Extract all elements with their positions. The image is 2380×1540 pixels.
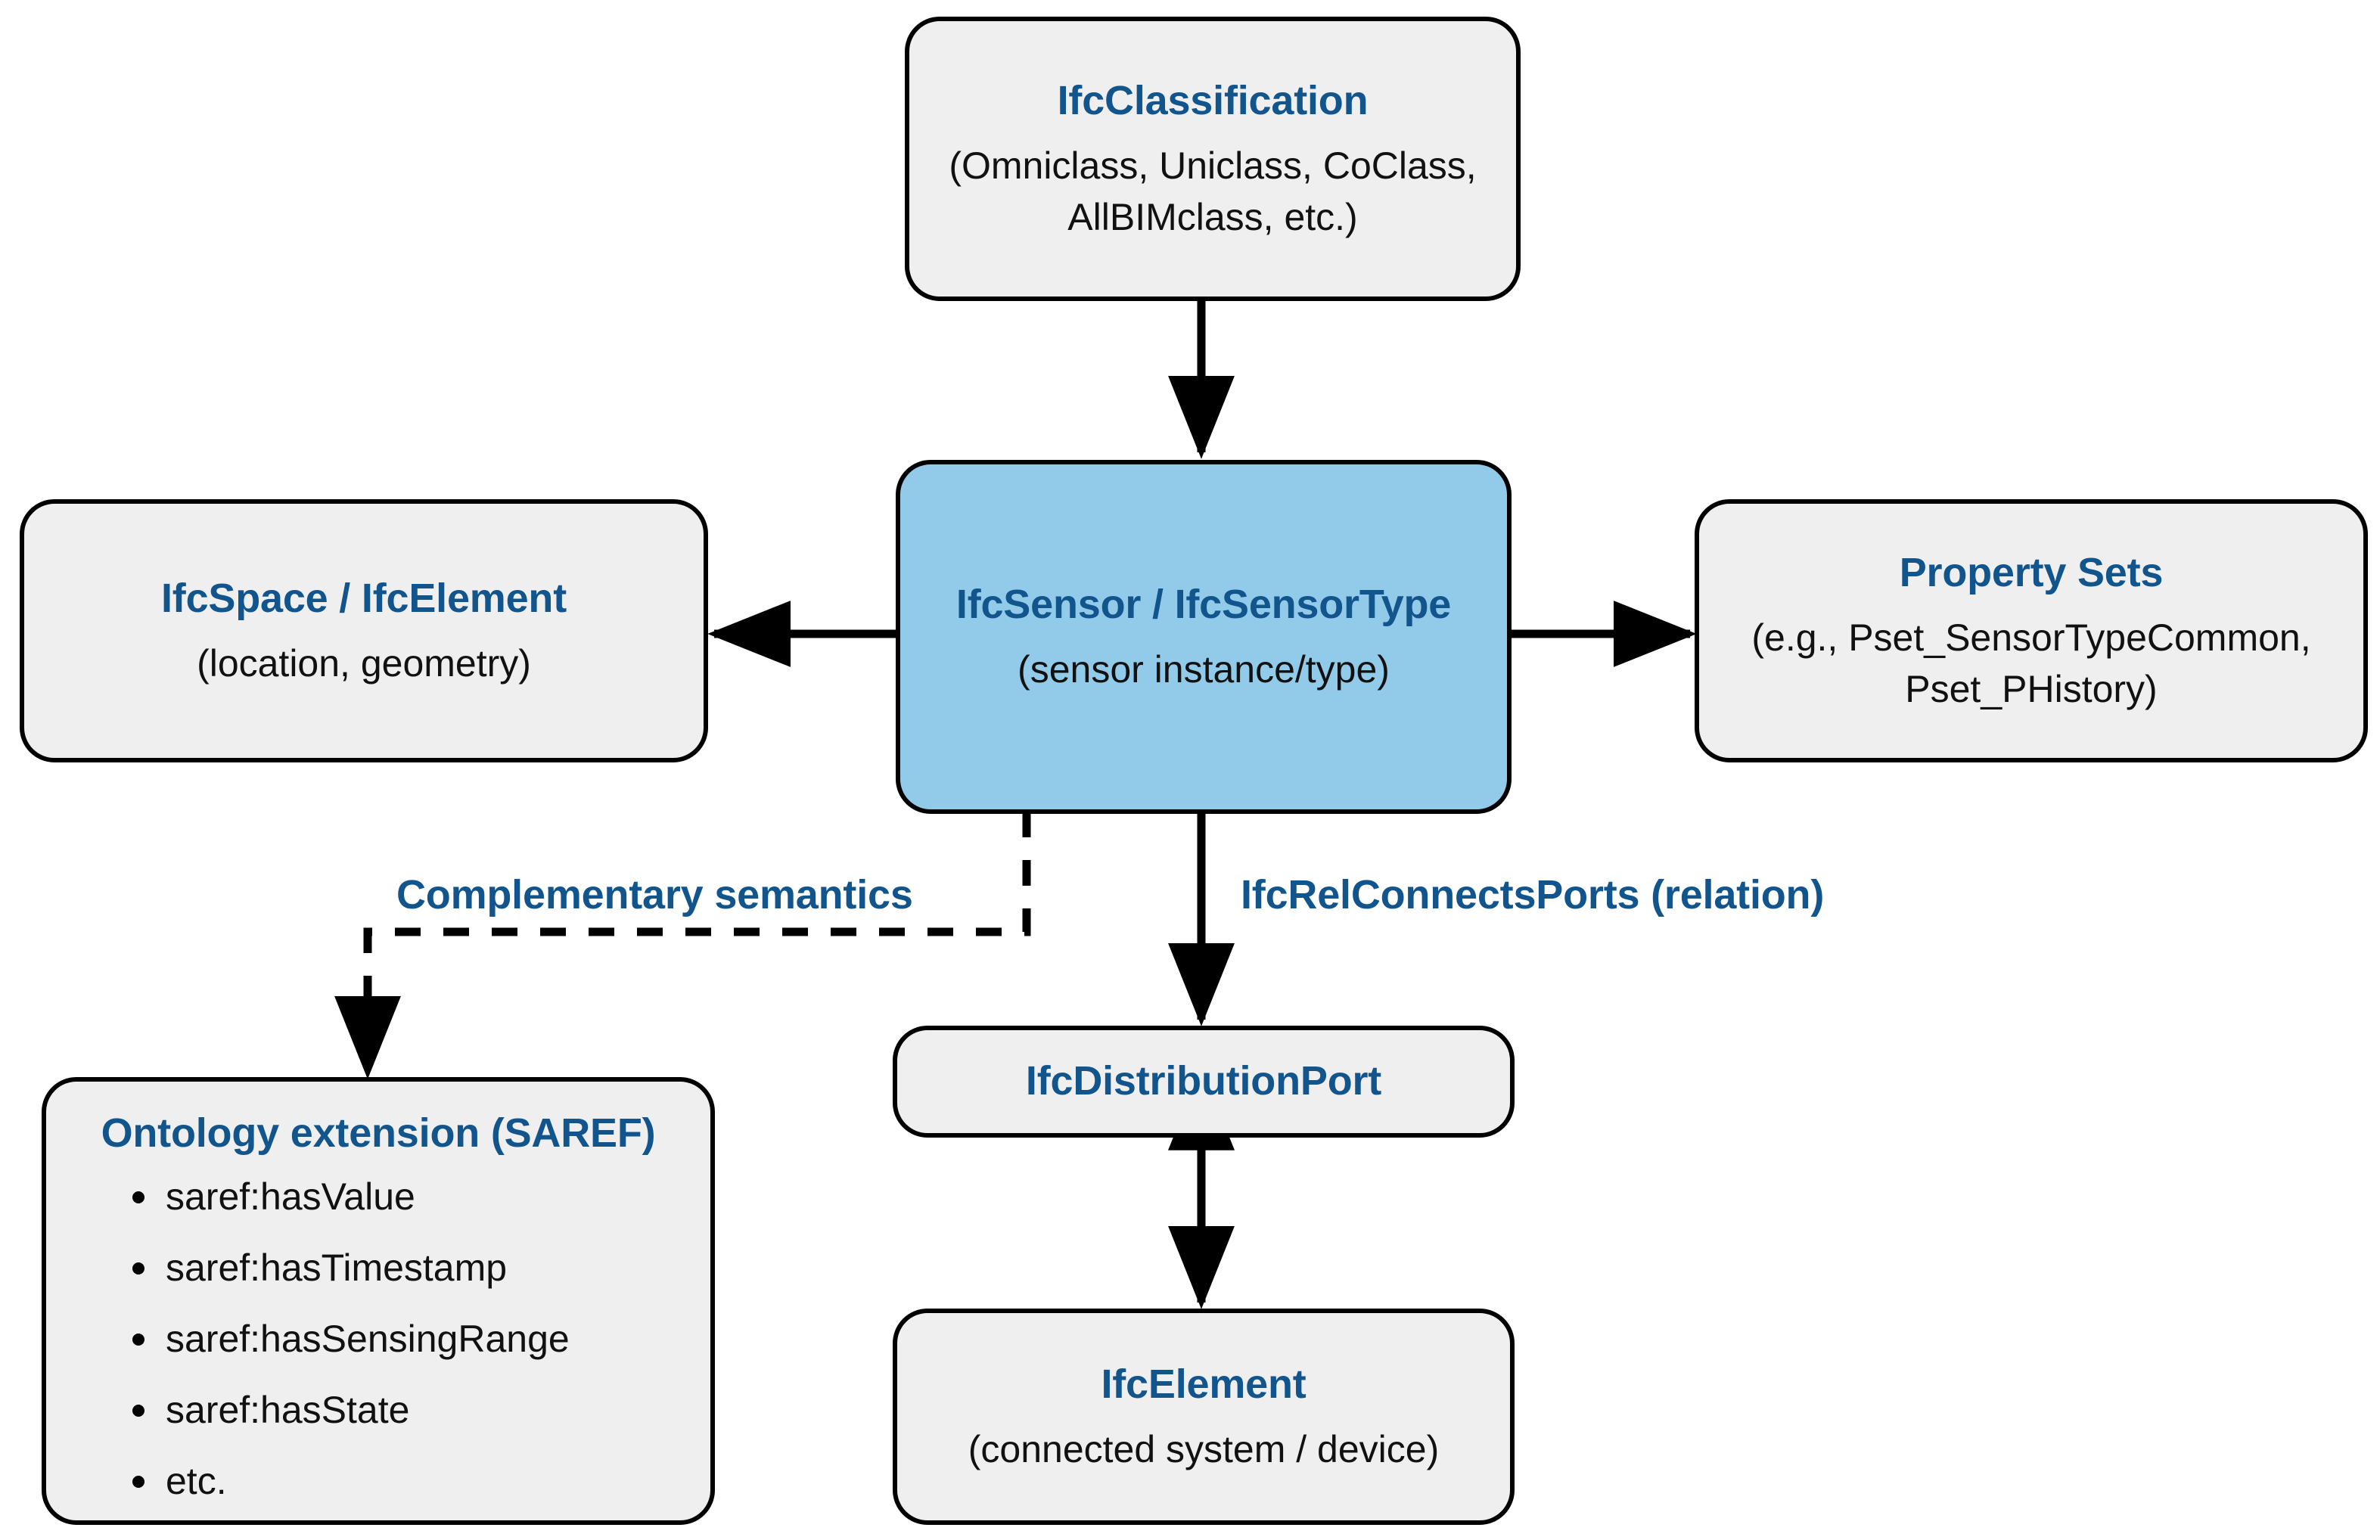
list-item: saref:hasSensingRange	[132, 1320, 688, 1358]
node-subtitle-line-1: (connected system / device)	[968, 1427, 1440, 1470]
list-item: saref:hasTimestamp	[132, 1249, 688, 1287]
node-subtitle: (sensor instance/type)	[1018, 644, 1390, 695]
node-title: IfcSpace / IfcElement	[160, 576, 567, 622]
node-property-sets[interactable]: Property Sets (e.g., Pset_SensorTypeComm…	[1695, 499, 2368, 762]
node-title: Ontology extension (SAREF)	[101, 1110, 656, 1156]
edge-label-rel-connects-ports: IfcRelConnectsPorts (relation)	[1241, 872, 1825, 917]
node-ontology-extension-saref[interactable]: Ontology extension (SAREF) saref:hasValu…	[42, 1077, 715, 1525]
node-subtitle: (location, geometry)	[197, 638, 531, 689]
edge-label-complementary-semantics: Complementary semantics	[396, 872, 913, 917]
node-subtitle: (Omniclass, Uniclass, CoClass, AllBIMcla…	[949, 140, 1476, 243]
list-item: saref:hasValue	[132, 1178, 688, 1216]
node-title: IfcSensor / IfcSensorType	[955, 582, 1452, 628]
node-title: IfcDistributionPort	[1025, 1058, 1382, 1104]
node-subtitle-line-1: (location, geometry)	[197, 641, 531, 685]
node-ifc-sensor[interactable]: IfcSensor / IfcSensorType (sensor instan…	[896, 460, 1512, 814]
node-ifc-space-element[interactable]: IfcSpace / IfcElement (location, geometr…	[20, 499, 708, 762]
saref-property-list: saref:hasValue saref:hasTimestamp saref:…	[69, 1178, 688, 1500]
list-item: saref:hasState	[132, 1391, 688, 1429]
list-item: etc.	[132, 1462, 688, 1500]
node-ifc-classification[interactable]: IfcClassification (Omniclass, Uniclass, …	[905, 17, 1521, 301]
node-subtitle-line-1: (sensor instance/type)	[1018, 647, 1390, 691]
node-subtitle: (e.g., Pset_SensorTypeCommon, Pset_PHist…	[1751, 612, 2310, 715]
node-title: IfcClassification	[1057, 78, 1369, 124]
node-subtitle: (connected system / device)	[968, 1424, 1440, 1475]
node-ifc-distribution-port[interactable]: IfcDistributionPort	[893, 1026, 1515, 1138]
node-subtitle-line-2: Pset_PHistory)	[1905, 667, 2158, 710]
node-ifc-element[interactable]: IfcElement (connected system / device)	[893, 1309, 1515, 1525]
node-title: IfcElement	[1101, 1361, 1307, 1408]
node-subtitle-line-1: (Omniclass, Uniclass, CoClass,	[949, 144, 1477, 187]
node-subtitle-line-2: AllBIMclass, etc.)	[1067, 195, 1358, 238]
node-subtitle-line-1: (e.g., Pset_SensorTypeCommon,	[1751, 616, 2311, 659]
node-title: Property Sets	[1899, 550, 2164, 596]
